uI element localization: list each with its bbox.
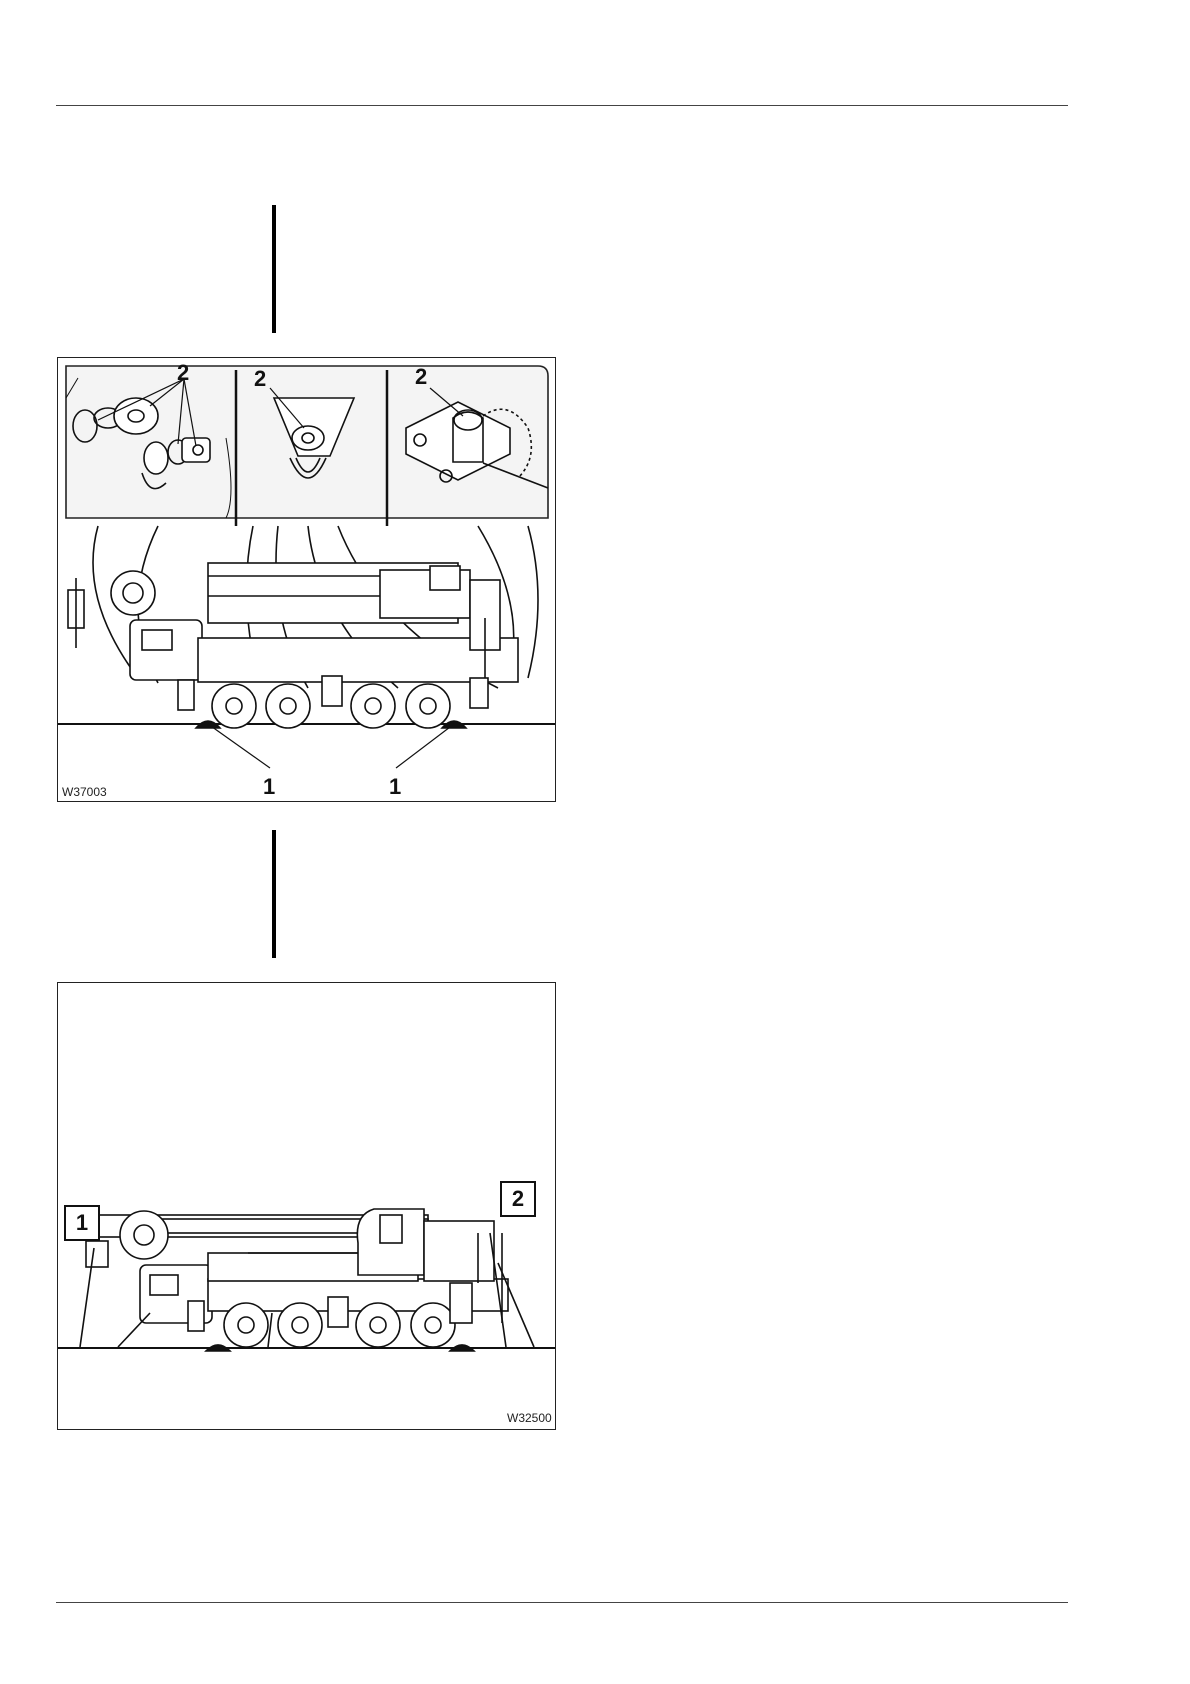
figure-w32500: 1 2 W32500	[57, 982, 556, 1430]
callout-2-right: 2	[415, 364, 427, 390]
callout-1-left: 1	[263, 774, 275, 800]
crane-shackle-illustration	[58, 358, 555, 801]
callout-1-right: 1	[389, 774, 401, 800]
header-rule	[56, 105, 1068, 106]
callout-2-box: 2	[500, 1181, 536, 1217]
callout-2-middle: 2	[254, 366, 266, 392]
change-bar	[272, 830, 276, 958]
crane-side-view-illustration	[58, 983, 555, 1429]
change-bar	[272, 205, 276, 333]
callout-1-box: 1	[64, 1205, 100, 1241]
footer-rule	[56, 1602, 1068, 1603]
figure-w37003: 2 2 2 1 1 W37003	[57, 357, 556, 802]
figure-id-label: W37003	[62, 785, 107, 799]
figure-id-label: W32500	[507, 1411, 552, 1425]
callout-2-left: 2	[177, 360, 189, 386]
